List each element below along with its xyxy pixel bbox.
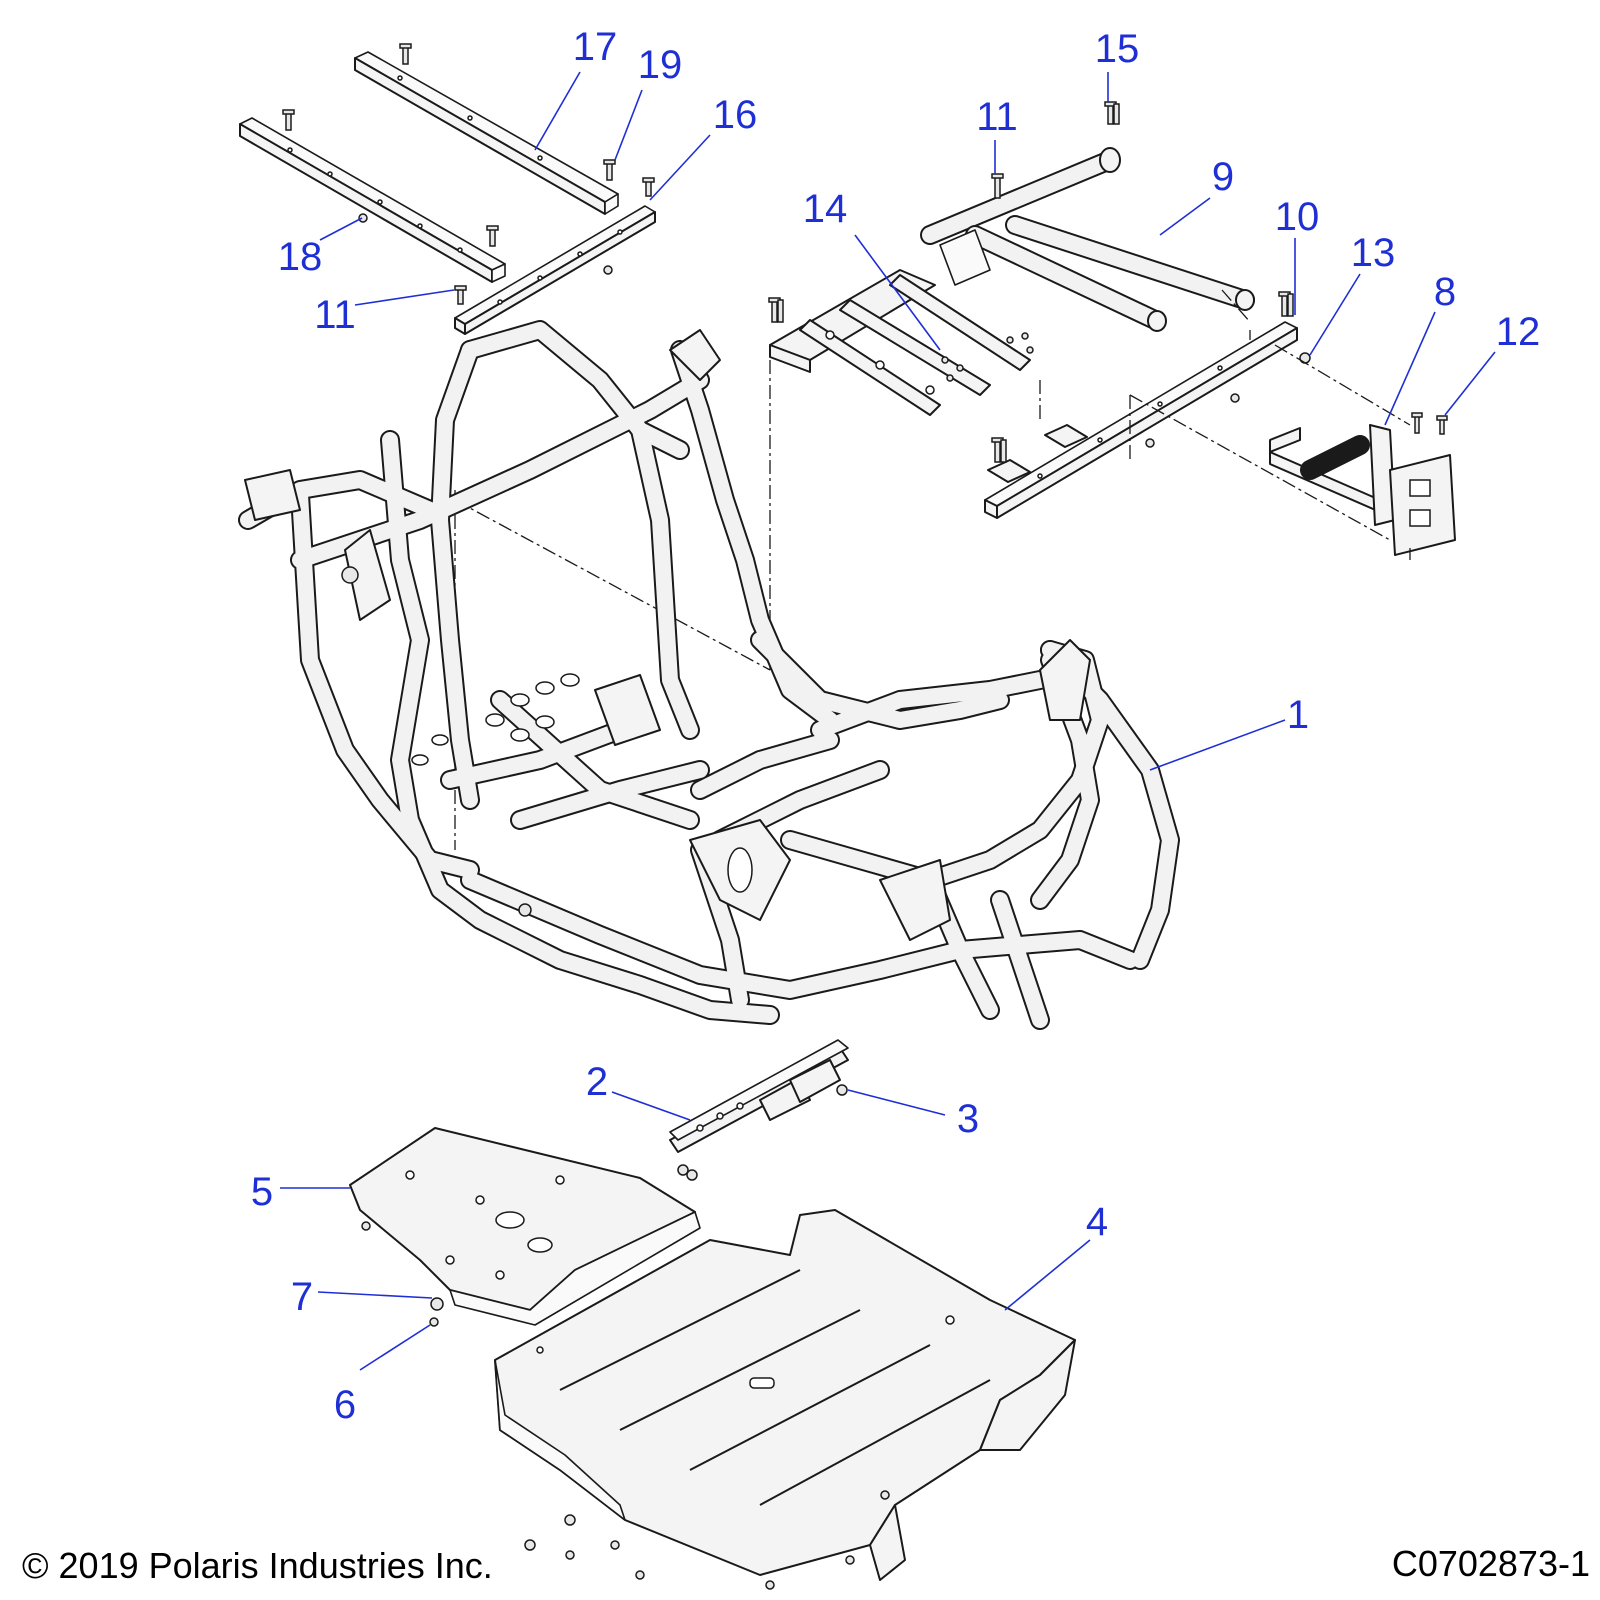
- callout-17: 17: [573, 25, 618, 69]
- bolt-group-upper-left: [282, 43, 655, 305]
- callout-11-left: 11: [314, 293, 356, 337]
- callout-10: 10: [1275, 195, 1320, 239]
- bracket-14-assembly: [769, 229, 1031, 416]
- callout-7: 7: [291, 1275, 313, 1319]
- callout-1: 1: [1287, 693, 1309, 737]
- callout-numbers: 17 19 16 18 11 15 11 14 9 10 13 8 12 1 2…: [251, 25, 1540, 1427]
- callout-5: 5: [251, 1170, 273, 1214]
- bolt-group-upper-right: [768, 101, 1448, 463]
- callout-18: 18: [278, 235, 323, 279]
- drawing-number: C0702873-1: [1391, 1543, 1590, 1584]
- tube-crossmember-9: [920, 147, 1255, 332]
- skid-plate-5: [349, 1127, 701, 1327]
- callout-9: 9: [1212, 155, 1234, 199]
- callout-6: 6: [334, 1383, 356, 1427]
- callout-8: 8: [1434, 270, 1456, 314]
- bracket-8: [1269, 424, 1456, 556]
- main-frame-1: [238, 320, 1180, 1030]
- callout-19: 19: [638, 43, 683, 87]
- callout-11-right: 11: [976, 95, 1018, 139]
- callout-14: 14: [803, 187, 848, 231]
- bracket-2: [669, 1039, 849, 1181]
- rail-10: [984, 321, 1298, 519]
- rail-16: [454, 205, 656, 335]
- rail-18-bar: [239, 117, 506, 283]
- rail-17: [354, 51, 619, 215]
- callout-2: 2: [586, 1060, 608, 1104]
- callout-12: 12: [1496, 310, 1541, 354]
- leader-lines: [280, 71, 1496, 1371]
- callout-15: 15: [1095, 27, 1140, 71]
- copyright-notice: © 2019 Polaris Industries Inc.: [22, 1545, 493, 1586]
- callout-13: 13: [1351, 231, 1396, 275]
- callout-3: 3: [957, 1097, 979, 1141]
- callout-16: 16: [713, 93, 758, 137]
- callout-4: 4: [1086, 1200, 1108, 1244]
- skid-plate-4: [494, 1209, 1076, 1590]
